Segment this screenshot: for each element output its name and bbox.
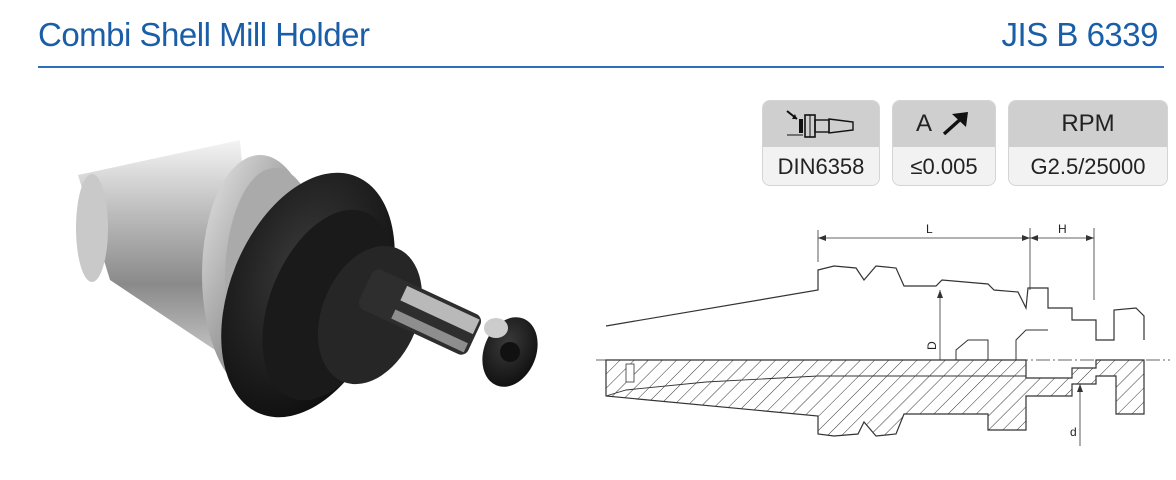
dim-label-L: L <box>926 222 933 236</box>
spec-box-din-header <box>763 101 879 147</box>
din-holder-icon <box>786 110 854 138</box>
spec-box-rpm: RPM G2.5/25000 <box>1008 100 1168 186</box>
dim-label-H: H <box>1058 222 1067 236</box>
runout-arrow-icon <box>942 112 968 136</box>
spec-box-rpm-header: RPM <box>1009 101 1167 147</box>
standard-code: JIS B 6339 <box>1001 16 1159 53</box>
title-divider <box>38 66 1164 68</box>
spec-box-accuracy-header: A <box>893 101 995 147</box>
spec-value-din: DIN6358 <box>763 147 879 185</box>
spec-header-accuracy: A <box>915 110 932 137</box>
dim-label-d: d <box>1070 425 1077 439</box>
dim-label-D: D <box>925 341 939 350</box>
spec-header-rpm: RPM <box>1061 110 1115 137</box>
page-title: Combi Shell Mill Holder <box>38 16 370 53</box>
spec-value-accuracy: ≤0.005 <box>893 147 995 185</box>
spec-box-din: DIN6358 <box>762 100 880 186</box>
spec-box-accuracy: A ≤0.005 <box>892 100 996 186</box>
spec-value-rpm: G2.5/25000 <box>1009 147 1167 185</box>
technical-drawing: L H D d <box>596 222 1170 446</box>
product-photo <box>76 140 538 418</box>
